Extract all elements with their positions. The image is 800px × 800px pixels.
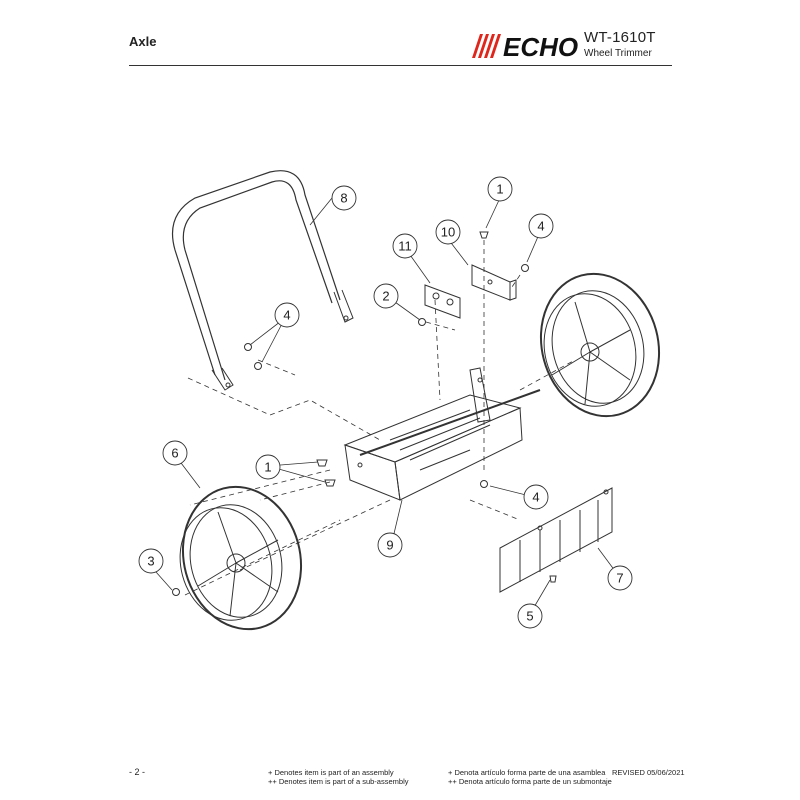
svg-text:3: 3 — [147, 554, 154, 569]
callout-1-top: 1 — [487, 176, 513, 202]
shield-part-7 — [499, 487, 613, 593]
model-number: WT-1610T — [584, 29, 656, 46]
footer-notes-en: + Denotes item is part of an assembly ++… — [268, 768, 408, 786]
svg-text:5: 5 — [526, 609, 533, 624]
callout-1-mid: 1 — [255, 454, 281, 480]
plate-part-11 — [424, 284, 461, 319]
svg-text:4: 4 — [283, 308, 290, 323]
model-subtitle: Wheel Trimmer — [584, 48, 652, 59]
callout-6: 6 — [162, 440, 188, 466]
echo-logo: ECHO — [472, 32, 578, 60]
fasteners — [172, 231, 557, 596]
revision-date: REVISED 05/06/2021 — [612, 768, 685, 777]
note-subassembly-en: ++ Denotes item is part of a sub-assembl… — [268, 777, 409, 786]
bracket-part-10 — [471, 264, 517, 301]
brand-wordmark: ECHO — [503, 32, 578, 60]
callout-7: 7 — [607, 565, 633, 591]
callout-5: 5 — [517, 603, 543, 629]
note-subassembly-es: ++ Denota artículo forma parte de un sub… — [448, 777, 612, 786]
left-wheel — [179, 485, 303, 631]
callout-2: 2 — [373, 283, 399, 309]
svg-text:4: 4 — [532, 490, 539, 505]
svg-text:11: 11 — [398, 239, 412, 254]
svg-text:2: 2 — [382, 289, 389, 304]
svg-text:4: 4 — [537, 219, 544, 234]
svg-text:1: 1 — [264, 460, 271, 475]
svg-text:1: 1 — [496, 182, 503, 197]
footer-notes-es: + Denota artículo forma parte de una asa… — [448, 768, 612, 786]
callout-4-bottom: 4 — [523, 484, 549, 510]
axle-frame-part — [343, 367, 541, 501]
callout-11: 11 — [392, 233, 418, 259]
callout-3: 3 — [138, 548, 164, 574]
right-wheel — [539, 272, 661, 418]
page-title: Axle — [129, 34, 157, 49]
callout-4-left: 4 — [274, 302, 300, 328]
svg-text:7: 7 — [616, 571, 623, 586]
header-rule — [129, 65, 672, 66]
svg-text:8: 8 — [340, 191, 347, 206]
callout-9: 9 — [377, 532, 403, 558]
callout-8: 8 — [331, 185, 357, 211]
handle-part — [171, 170, 354, 391]
svg-text:6: 6 — [171, 446, 178, 461]
svg-text:9: 9 — [386, 538, 393, 553]
callout-4-top: 4 — [528, 213, 554, 239]
svg-text:10: 10 — [441, 225, 455, 240]
callout-10: 10 — [435, 219, 461, 245]
note-assembly-es: + Denota artículo forma parte de una asa… — [448, 768, 606, 777]
page-number: - 2 - — [129, 767, 146, 777]
note-assembly-en: + Denotes item is part of an assembly — [268, 768, 394, 777]
